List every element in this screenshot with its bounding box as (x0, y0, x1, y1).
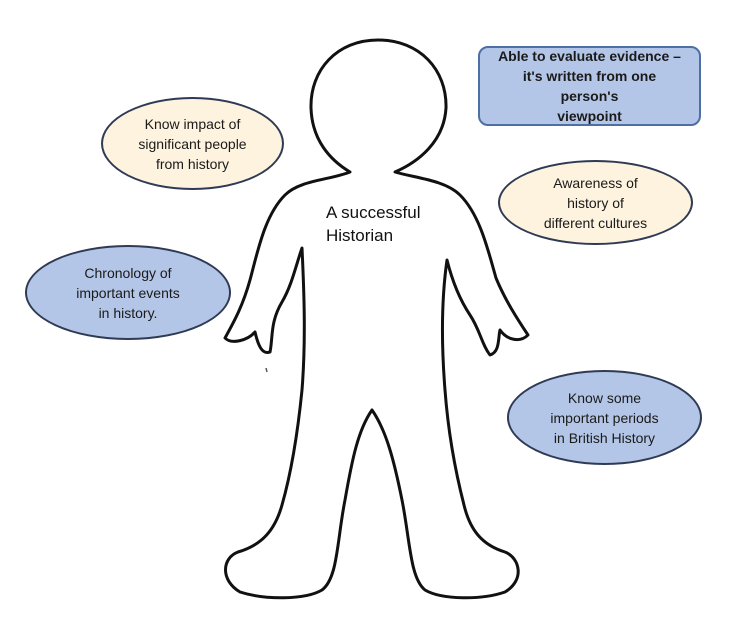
bubble-different-cultures: Awareness of history of different cultur… (498, 160, 693, 245)
bubble-evaluate-evidence: Able to evaluate evidence – it's written… (478, 46, 701, 126)
bubble-british-periods: Know some important periods in British H… (507, 370, 702, 465)
bubble-british-periods-text: Know some important periods in British H… (550, 389, 659, 446)
bubble-evaluate-evidence-text: Able to evaluate evidence – it's written… (498, 48, 681, 124)
bubble-chronology-text: Chronology of important events in histor… (76, 264, 180, 321)
bubble-know-impact-text: Know impact of significant people from h… (138, 115, 247, 172)
foot-mark-left (265, 367, 268, 373)
diagram-title: A successful Historian (326, 203, 421, 245)
bubble-know-impact: Know impact of significant people from h… (101, 97, 284, 190)
bubble-different-cultures-text: Awareness of history of different cultur… (543, 174, 648, 231)
bubble-chronology: Chronology of important events in histor… (25, 245, 231, 340)
person-outline (223, 38, 530, 600)
